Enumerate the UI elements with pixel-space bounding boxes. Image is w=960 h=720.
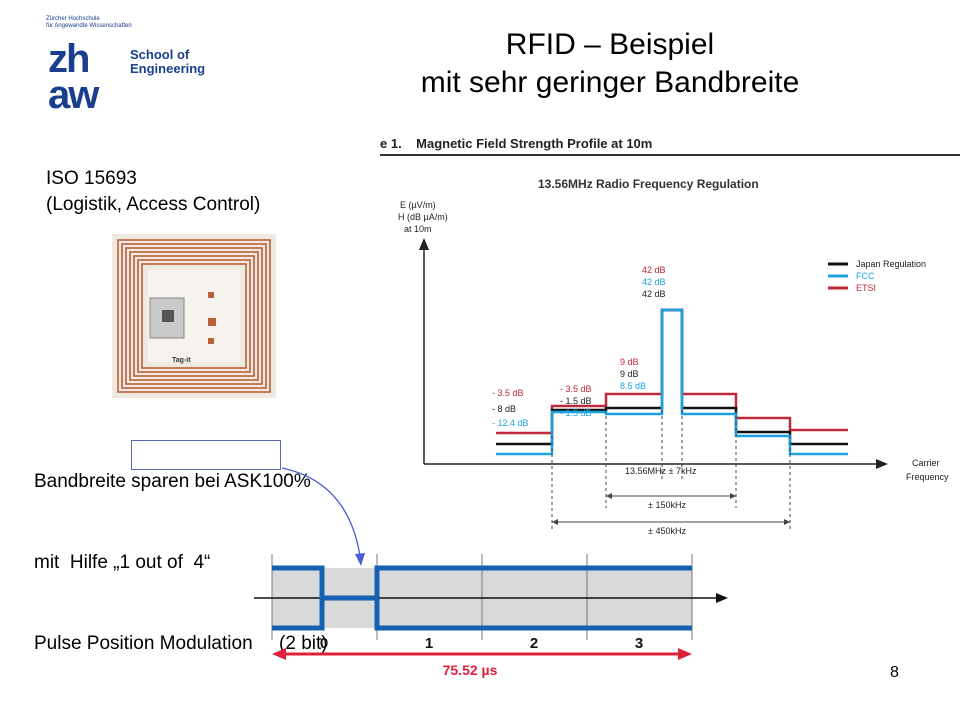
label-mid-japan: - 1.5 dB [560,396,592,406]
zhaw-logo: zh aw [48,40,102,112]
span-450khz-label: ± 450kHz [648,526,686,536]
logo-subtitle: Zürcher Hochschule für Angewandte Wissen… [46,16,166,30]
chart-ylabel-line3: at 10m [404,224,432,234]
span-450khz-arrow-left [552,519,558,525]
tag-pad-2 [208,338,214,344]
ppm-slot-label-1: 1 [425,635,433,652]
slide-title: RFID – Beispiel mit sehr geringer Bandbr… [290,26,930,102]
chart-y-axis-arrow [419,238,429,250]
chart-ylabel-line1: E (µV/m) [400,200,436,210]
bandwidth-text: Bandbreite sparen bei ASK100% mit Hilfe … [34,414,328,684]
pointer-arrow-curve [281,467,361,557]
tag-pad-1 [208,292,214,298]
chart-xlabel-line1: Carrier [912,458,940,468]
iso-standard-text: ISO 15693 (Logistik, Access Control) [46,166,260,218]
span-guide-lines [551,410,791,530]
rfid-tag-image: Tag-it [112,234,276,398]
ppm-duration-label: 75.52 µs [443,662,498,678]
bandwidth-line3: Pulse Position Modulation (2 bit) [34,633,328,654]
span-150khz-label: ± 150kHz [648,500,686,510]
chart-xlabel-line2: Frequency [906,472,949,482]
slide-title-line1: RFID – Beispiel [505,28,715,61]
bandwidth-line1: Bandbreite sparen bei ASK100% [34,471,311,492]
logo-school-line1: School of [130,47,190,62]
ppm-slot-label-0: 0 [320,635,328,652]
label-center-etsi: 42 dB [642,265,666,275]
ppm-slot-label-2: 2 [530,635,538,652]
etsi-profile-line [496,308,848,435]
legend-label-etsi: ETSI [856,283,876,293]
regulation-chart: 13.56MHz Radio Frequency Regulation E (µ… [398,177,949,536]
span-7khz-label: 13.56MHz ± 7kHz [625,466,697,476]
chart-x-axis-arrow [876,459,888,469]
label-outer-etsi: - 3.5 dB [492,388,524,398]
logo-mark-bottom: aw [48,73,100,112]
tag-logo-mark [208,318,216,326]
label-mid-fcc: - 1.5 dB [560,408,592,418]
ppm-duration-arrow-left [272,648,286,660]
label-center-fcc: 42 dB [642,277,666,287]
ppm-duration-arrow-right [678,648,692,660]
iso-line1: ISO 15693 [46,168,137,189]
slide-title-line2: mit sehr geringer Bandbreite [420,66,800,99]
span-450khz-arrow-right [784,519,790,525]
logo-school-line2: Engineering [130,61,206,76]
label-inner-etsi: 9 dB [620,357,639,367]
ppm-diagram: 0 1 2 3 75.52 µs [254,554,728,678]
iso-line2: (Logistik, Access Control) [46,194,261,215]
legend-label-japan: Japan Regulation [856,259,926,269]
span-150khz-arrow-right [730,493,736,499]
pointer-arrow-head [355,553,365,566]
ppm-signal-high [374,565,692,631]
label-mid-etsi: - 3.5 dB [560,384,592,394]
logo-subtitle-line2: für Angewandte Wissenschaften [46,23,132,29]
label-outer-japan: - 8 dB [492,404,516,414]
ppm-slot-label-3: 3 [635,635,643,652]
tag-chip [162,310,174,322]
span-150khz-arrow-left [606,493,612,499]
japan-profile-line [496,308,848,446]
page-number: 8 [890,664,899,681]
tag-label: Tag-it [172,357,191,364]
fcc-profile-line [496,308,848,456]
label-inner-japan: 9 dB [620,369,639,379]
label-outer-fcc: - 12.4 dB [492,418,529,428]
bandwidth-line2: mit Hilfe „1 out of 4“ [34,552,211,573]
chart-title: 13.56MHz Radio Frequency Regulation [538,177,759,191]
figure-heading-rule [380,154,960,156]
pointer-arrow [281,467,365,566]
logo-mark-top: zh [48,40,88,81]
chart-ylabel-line2: H (dB µA/m) [398,212,448,222]
legend-label-fcc: FCC [856,271,875,281]
logo-subtitle-line1: Zürcher Hochschule [46,16,100,22]
label-center-japan: 42 dB [642,289,666,299]
logo-school: School of Engineering [130,48,205,76]
ppm-time-axis-arrow [716,593,728,603]
highlight-box [131,440,281,470]
label-inner-fcc: 8.5 dB [620,381,646,391]
tag-antenna-coil [117,239,271,393]
figure-heading: e 1. Magnetic Field Strength Profile at … [380,136,653,151]
